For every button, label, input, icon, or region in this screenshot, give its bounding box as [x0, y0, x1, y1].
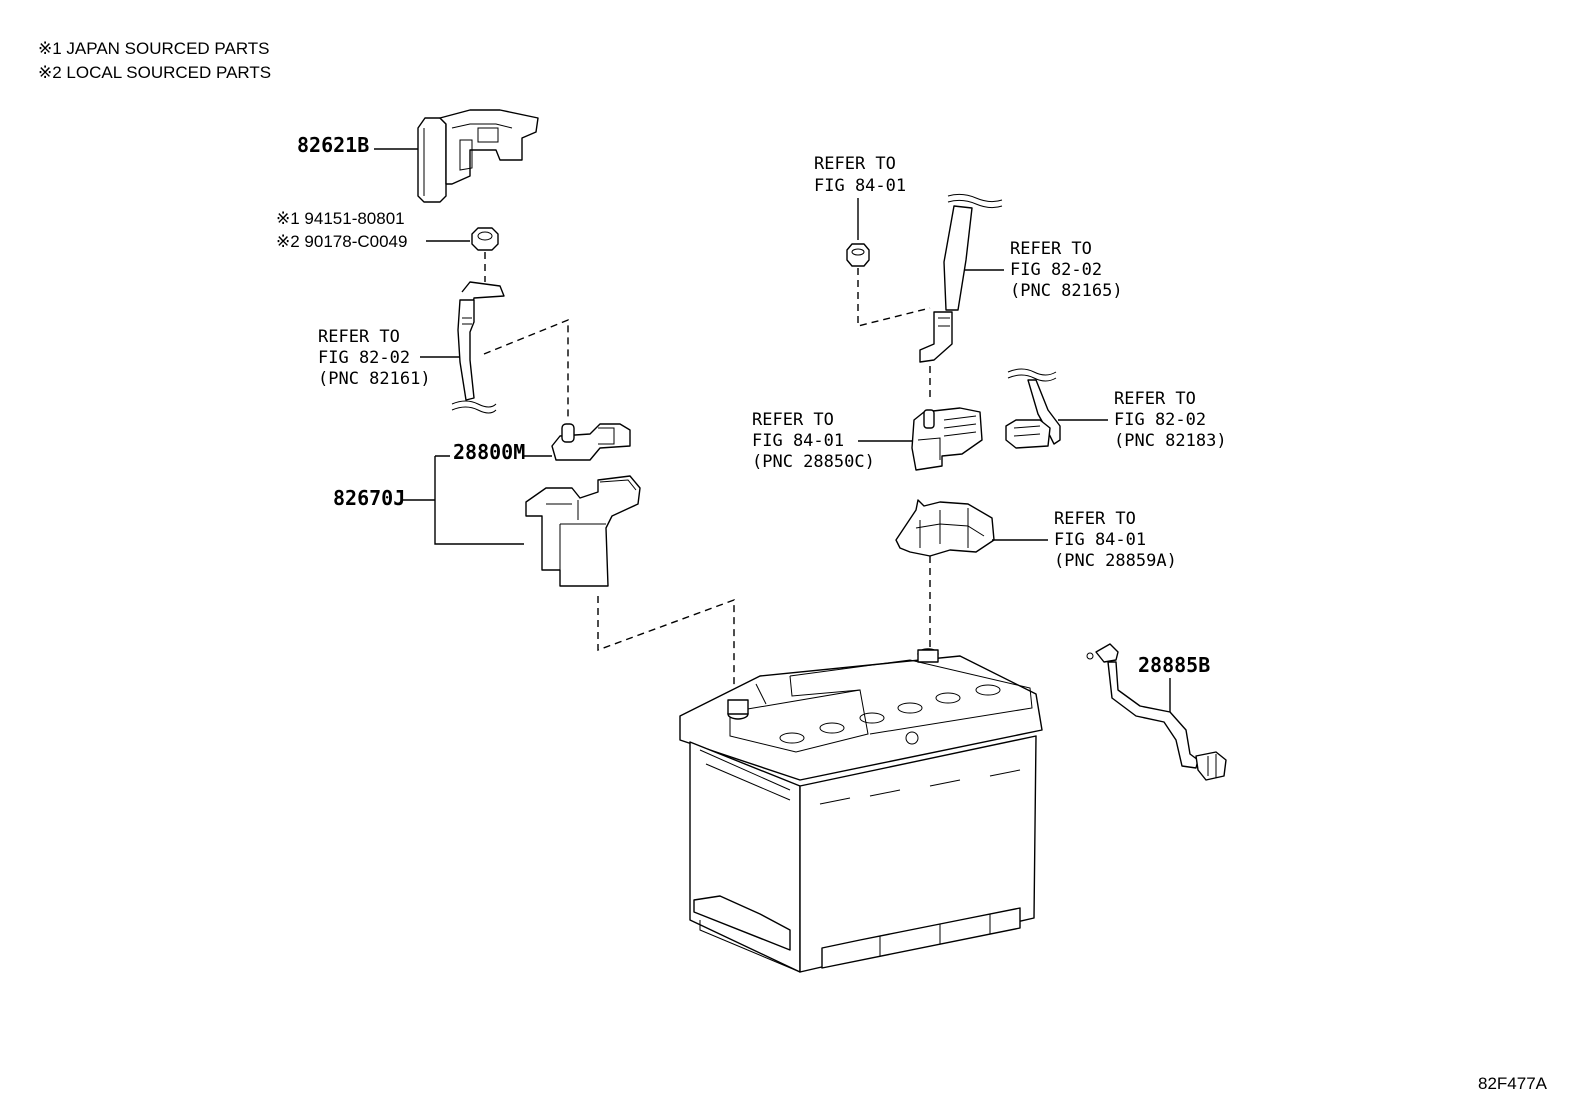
ref-28859a-line2[interactable]: FIG 84-01 [1054, 530, 1146, 550]
sensor-connector-82183[interactable] [1005, 368, 1061, 449]
ref-82183-line2[interactable]: FIG 82-02 [1114, 410, 1206, 430]
dash-nut-to-negcable [857, 268, 931, 327]
terminal-cover-82621b[interactable] [417, 109, 539, 203]
ref-28859a-line3[interactable]: (PNC 28859A) [1054, 551, 1177, 571]
ref-82165-line2[interactable]: FIG 82-02 [1010, 260, 1102, 280]
current-sensor-28850c[interactable] [911, 407, 983, 471]
battery-terminal-82670j[interactable] [525, 475, 641, 587]
ref-82183-line3[interactable]: (PNC 82183) [1114, 431, 1227, 451]
part-label-90178-c0049[interactable]: ※2 90178-C0049 [276, 232, 407, 251]
part-label-82621b[interactable]: 82621B [297, 133, 369, 157]
part-label-82670j[interactable]: 82670J [333, 486, 405, 510]
ref-82161-line2[interactable]: FIG 82-02 [318, 348, 410, 368]
ref-84-01-top-line2[interactable]: FIG 84-01 [814, 176, 906, 196]
dash-cable-to-fuse [483, 318, 569, 420]
sensor-bracket-28859a[interactable] [895, 499, 995, 557]
positive-cable-82161[interactable] [451, 281, 505, 414]
battery-icon[interactable] [679, 648, 1043, 973]
ref-28859a-line1: REFER TO [1054, 509, 1136, 529]
ref-82161-line1: REFER TO [318, 327, 400, 347]
part-label-94151-80801[interactable]: ※1 94151-80801 [276, 209, 405, 228]
ref-28850c-line2[interactable]: FIG 84-01 [752, 431, 844, 451]
leader-82670j [402, 455, 524, 545]
vent-hose-28885b[interactable] [1086, 643, 1227, 781]
dash-terminal-to-battery [597, 596, 735, 690]
ref-28850c-line3[interactable]: (PNC 28850C) [752, 452, 875, 472]
ref-28850c-line1: REFER TO [752, 410, 834, 430]
ref-82165-line1: REFER TO [1010, 239, 1092, 259]
note-japan-sourced: ※1 JAPAN SOURCED PARTS [38, 39, 270, 58]
ref-82161-line3[interactable]: (PNC 82161) [318, 369, 431, 389]
negative-cable-82165[interactable] [919, 193, 1003, 363]
fusible-link-28800m[interactable] [551, 423, 631, 461]
ref-82183-line1: REFER TO [1114, 389, 1196, 409]
ref-82165-line3[interactable]: (PNC 82165) [1010, 281, 1123, 301]
note-local-sourced: ※2 LOCAL SOURCED PARTS [38, 63, 271, 82]
nut-icon[interactable] [471, 227, 499, 251]
nut-negative-icon[interactable] [846, 243, 870, 267]
diagram-code: 82F477A [1478, 1074, 1548, 1093]
part-label-28800m[interactable]: 28800M [453, 440, 525, 464]
part-label-28885b[interactable]: 28885B [1138, 653, 1210, 677]
ref-84-01-top-line1: REFER TO [814, 154, 896, 174]
